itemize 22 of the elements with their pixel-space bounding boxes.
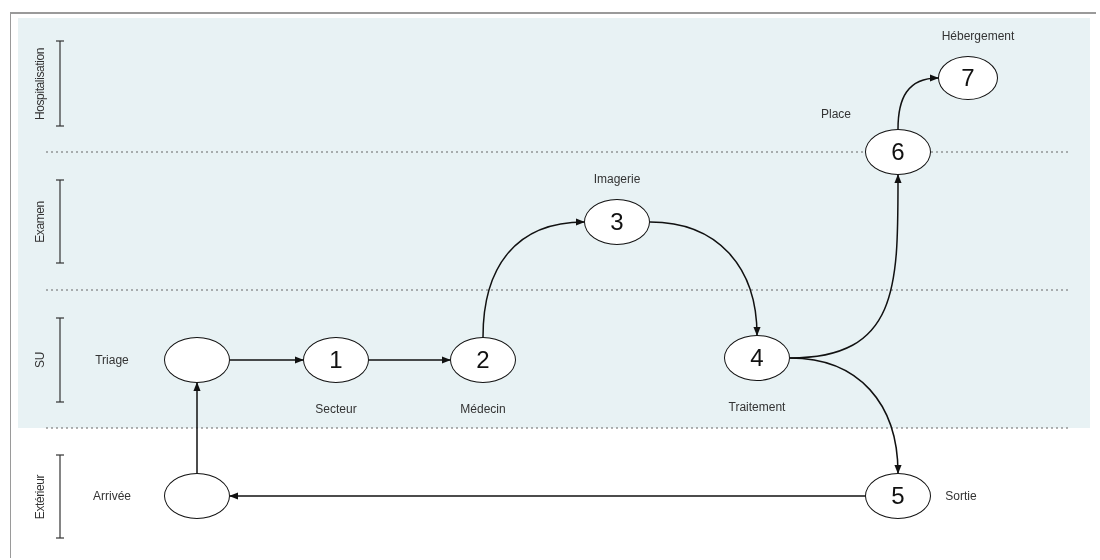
step-caption: Triage — [95, 353, 129, 367]
step-caption: Sortie — [945, 489, 977, 503]
arrow — [897, 74, 939, 130]
step-caption: Secteur — [315, 402, 357, 416]
lane-label: Extérieur — [33, 474, 47, 519]
arrow — [482, 218, 585, 338]
step-circle: 5 — [865, 473, 931, 519]
lane-label: Hospitalisation — [33, 47, 47, 120]
arrow — [789, 357, 902, 474]
step-caption: Place — [821, 107, 851, 121]
arrow — [649, 221, 761, 336]
arrow — [193, 382, 201, 474]
step-caption: Traitement — [728, 400, 786, 414]
arrow — [229, 492, 866, 500]
arrow — [229, 356, 304, 364]
step-caption: Imagerie — [593, 172, 641, 186]
lane-label: Examen — [33, 200, 47, 243]
step-caption: Hébergement — [941, 29, 1015, 43]
lane-label: SU — [33, 352, 47, 368]
step-caption: Médecin — [460, 402, 506, 416]
arrow — [368, 356, 451, 364]
step-caption: Arrivée — [93, 489, 131, 503]
